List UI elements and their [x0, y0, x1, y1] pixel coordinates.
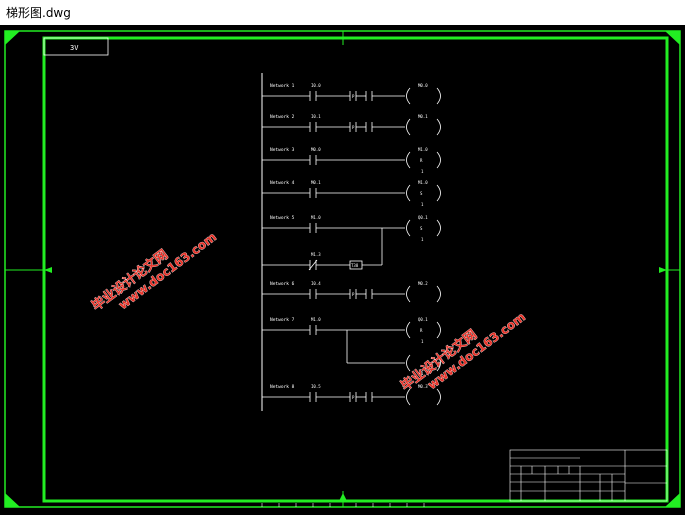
- contact-label-4: M0.1: [311, 180, 321, 185]
- coil-n-4: 1: [421, 202, 424, 207]
- coil-7b-n: 1: [421, 371, 424, 376]
- watermark-right: 毕业设计论文网 www.doc163.com: [397, 309, 528, 394]
- coil-7-left: [406, 321, 411, 339]
- coil-sub-7: R: [420, 328, 423, 333]
- branch-timer-label: T38: [351, 263, 359, 268]
- coil-4-right: [436, 184, 441, 202]
- corner-marker-br: [665, 493, 680, 507]
- coil-1-right: [436, 87, 441, 105]
- coil-1-left: [406, 87, 411, 105]
- coil-5-right: [436, 219, 441, 237]
- coil-2-right: [436, 118, 441, 136]
- contact-label-5: M1.0: [311, 215, 321, 220]
- title-block: [509, 449, 668, 502]
- coil-n-3: 1: [421, 169, 424, 174]
- coil-3-right: [436, 151, 441, 169]
- contact-label-8: I0.5: [311, 384, 321, 389]
- network-label-7: Network 7: [270, 317, 295, 323]
- coil-3-left: [406, 151, 411, 169]
- corner-tag-box: [43, 37, 109, 56]
- corner-tag: 3V: [70, 44, 79, 52]
- p-label-8: P: [352, 395, 355, 400]
- center-arrow-bottom: [339, 493, 347, 501]
- coil-label-6: M0.2: [418, 281, 428, 286]
- network-label-3: Network 3: [270, 147, 295, 153]
- coil-7-right: [436, 321, 441, 339]
- network-label-2: Network 2: [270, 114, 295, 120]
- coil-8-left: [406, 388, 411, 406]
- corner-marker-tr: [665, 31, 680, 45]
- coil-2-left: [406, 118, 411, 136]
- center-arrow-right: [659, 267, 667, 273]
- network-label-1: Network 1: [270, 83, 295, 89]
- coil-label-5: Q0.1: [418, 215, 428, 220]
- contact-label-6: I0.4: [311, 281, 321, 286]
- p-label-2: P: [352, 125, 355, 130]
- coil-sub-3: R: [420, 158, 423, 163]
- branch-contact-slash: [308, 259, 318, 271]
- watermark-left: 毕业设计论文网 www.doc163.com: [88, 229, 219, 314]
- coil-6-left: [406, 285, 411, 303]
- network-label-5: Network 5: [270, 215, 295, 221]
- coil-5-left: [406, 219, 411, 237]
- coil-label-4: M1.0: [418, 180, 428, 185]
- branch-contact-label: M1.3: [311, 252, 321, 257]
- contact-label-2: I0.1: [311, 114, 321, 119]
- coil-sub-4: S: [420, 191, 423, 196]
- p-label-6: P: [352, 292, 355, 297]
- corner-marker-bl: [5, 493, 20, 507]
- contact-label-3: M0.0: [311, 147, 321, 152]
- window-title: 梯形图.dwg: [6, 6, 71, 20]
- coil-label-2: M0.1: [418, 114, 428, 119]
- coil-7b-right: [436, 354, 441, 372]
- coil-n-5: 1: [421, 237, 424, 242]
- corner-marker-tl: [5, 31, 20, 45]
- network-label-6: Network 6: [270, 281, 295, 287]
- network-label-8: Network 8: [270, 384, 295, 390]
- coil-label-1: M0.0: [418, 83, 428, 88]
- coil-4-left: [406, 184, 411, 202]
- bottom-ruler: [261, 503, 425, 507]
- coil-sub-5: S: [420, 226, 423, 231]
- outer-frame: [4, 30, 681, 508]
- network-label-4: Network 4: [270, 180, 295, 186]
- p-label-1: P: [352, 94, 355, 99]
- coil-6-right: [436, 285, 441, 303]
- coil-label-8: M0.3: [418, 384, 428, 389]
- center-arrow-left: [44, 267, 52, 273]
- coil-n-7: 1: [421, 339, 424, 344]
- window-titlebar: 梯形图.dwg: [0, 0, 685, 26]
- contact-label-7: M1.0: [311, 317, 321, 322]
- contact-label-1: I0.0: [311, 83, 321, 88]
- coil-label-3: M1.0: [418, 147, 428, 152]
- coil-label-7: Q0.1: [418, 317, 428, 322]
- coil-8-right: [436, 388, 441, 406]
- coil-7b-left: [406, 354, 411, 372]
